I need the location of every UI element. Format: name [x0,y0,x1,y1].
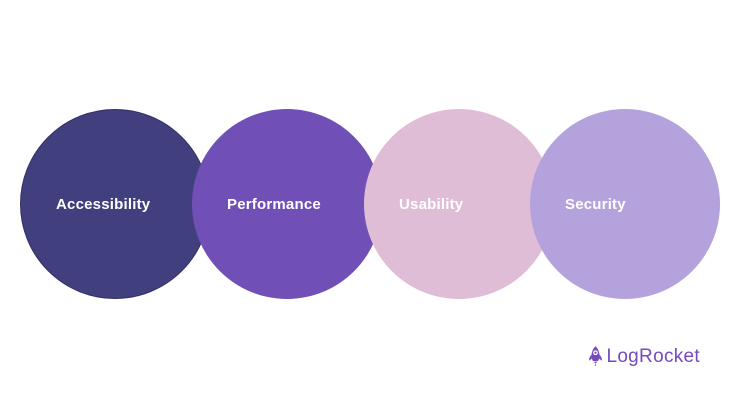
logrocket-logo: LogRocket [588,345,700,367]
circle-label-usability: Usability [399,195,464,213]
circle-performance: Performance [192,109,382,299]
circle-label-security: Security [565,195,626,213]
circle-security: Security [530,109,720,299]
circle-usability: Usability [364,109,554,299]
rocket-icon [588,345,603,367]
circle-label-performance: Performance [227,195,321,213]
circle-label-accessibility: Accessibility [56,195,151,213]
circle-accessibility: Accessibility [20,109,210,299]
logo-text: LogRocket [606,345,700,367]
